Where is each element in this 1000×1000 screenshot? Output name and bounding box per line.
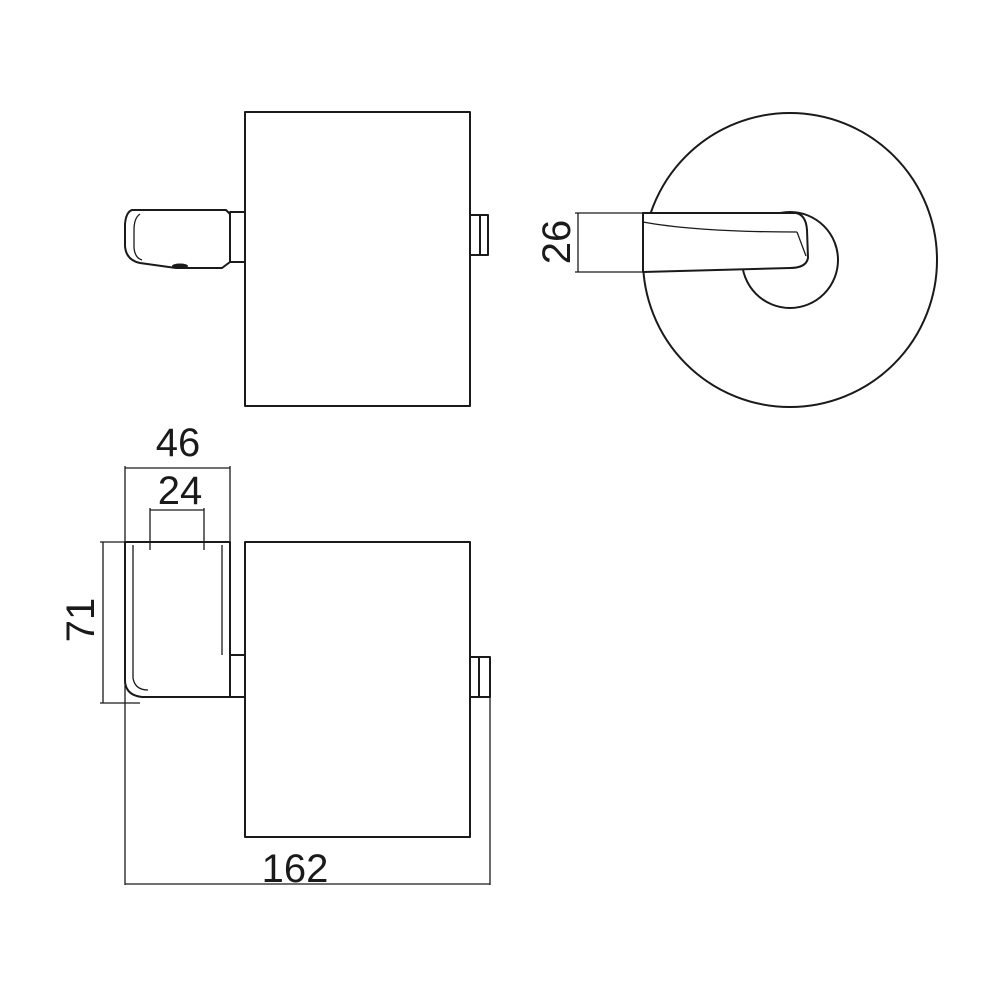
dim-label-arm-width: 24 <box>158 469 203 513</box>
dim-label-total-width: 162 <box>262 847 329 891</box>
dim-label-roll-height: 26 <box>535 220 579 265</box>
front-view-left-connector <box>229 211 246 263</box>
top-view-left-connector <box>229 654 246 698</box>
front-view-roll <box>244 111 471 407</box>
side-view-arm <box>642 212 809 273</box>
side-view: 26 <box>535 112 938 408</box>
top-view-wall-plate <box>124 541 231 698</box>
front-view <box>124 111 489 407</box>
dim-label-plate-height: 71 <box>59 598 103 643</box>
top-view: 46 24 71 162 <box>59 421 491 891</box>
dim-label-total-depth: 46 <box>156 421 201 465</box>
front-view-arm <box>124 209 231 269</box>
top-view-roll <box>244 541 471 838</box>
